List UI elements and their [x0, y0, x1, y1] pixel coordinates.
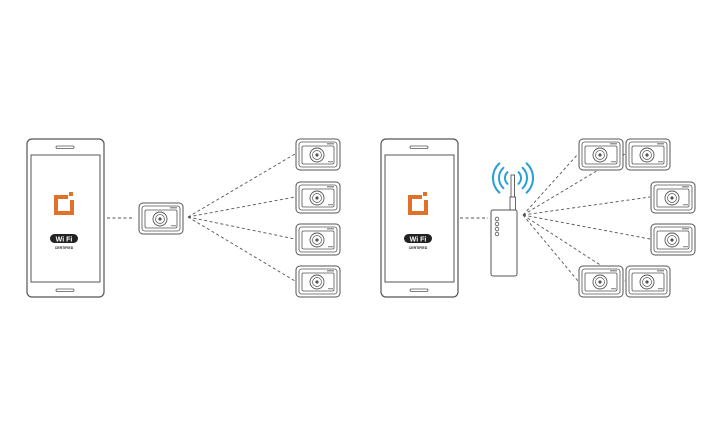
- host-camera: [138, 202, 184, 235]
- link-line: [187, 216, 296, 240]
- remote-camera: [295, 265, 341, 298]
- right-remote-cameras: [578, 138, 696, 298]
- svg-text:Wi Fi: Wi Fi: [56, 237, 73, 244]
- link-line: [522, 196, 651, 216]
- wave-arc: [517, 171, 522, 185]
- remote-camera: [650, 181, 696, 214]
- remote-camera: [295, 138, 341, 171]
- link-line: [522, 214, 579, 282]
- wave-arc: [498, 166, 505, 190]
- remote-camera: [295, 181, 341, 214]
- svg-text:CERTIFIED: CERTIFIED: [409, 246, 428, 250]
- remote-camera: [650, 223, 696, 256]
- wave-arc: [492, 162, 501, 194]
- right-fan-lines: [522, 153, 651, 282]
- link-line: [187, 153, 296, 218]
- app-icon: [408, 192, 428, 215]
- svg-text:CERTIFIED: CERTIFIED: [55, 246, 74, 250]
- link-line: [187, 216, 296, 282]
- wave-arc: [525, 162, 534, 194]
- svg-text:Wi Fi: Wi Fi: [410, 237, 427, 244]
- wifi-certified-logo: Wi Fi CERTIFIED: [404, 234, 432, 250]
- remote-camera: [625, 265, 671, 298]
- remote-camera: [578, 138, 624, 171]
- wave-arc: [504, 171, 509, 185]
- remote-camera: [625, 138, 671, 171]
- wave-arc: [521, 166, 528, 190]
- wifi-certified-logo: Wi Fi CERTIFIED: [50, 234, 78, 250]
- left-remote-cameras: [295, 138, 341, 298]
- remote-camera: [295, 223, 341, 256]
- left-fan-lines: [187, 153, 296, 282]
- left-phone: Wi Fi CERTIFIED: [26, 138, 105, 298]
- remote-camera: [578, 265, 624, 298]
- right-phone: Wi Fi CERTIFIED: [380, 138, 459, 298]
- link-line: [522, 153, 579, 216]
- wifi-signal-icon: [492, 162, 534, 194]
- link-line: [187, 196, 296, 218]
- app-icon: [54, 192, 74, 215]
- wireless-router: [490, 174, 518, 277]
